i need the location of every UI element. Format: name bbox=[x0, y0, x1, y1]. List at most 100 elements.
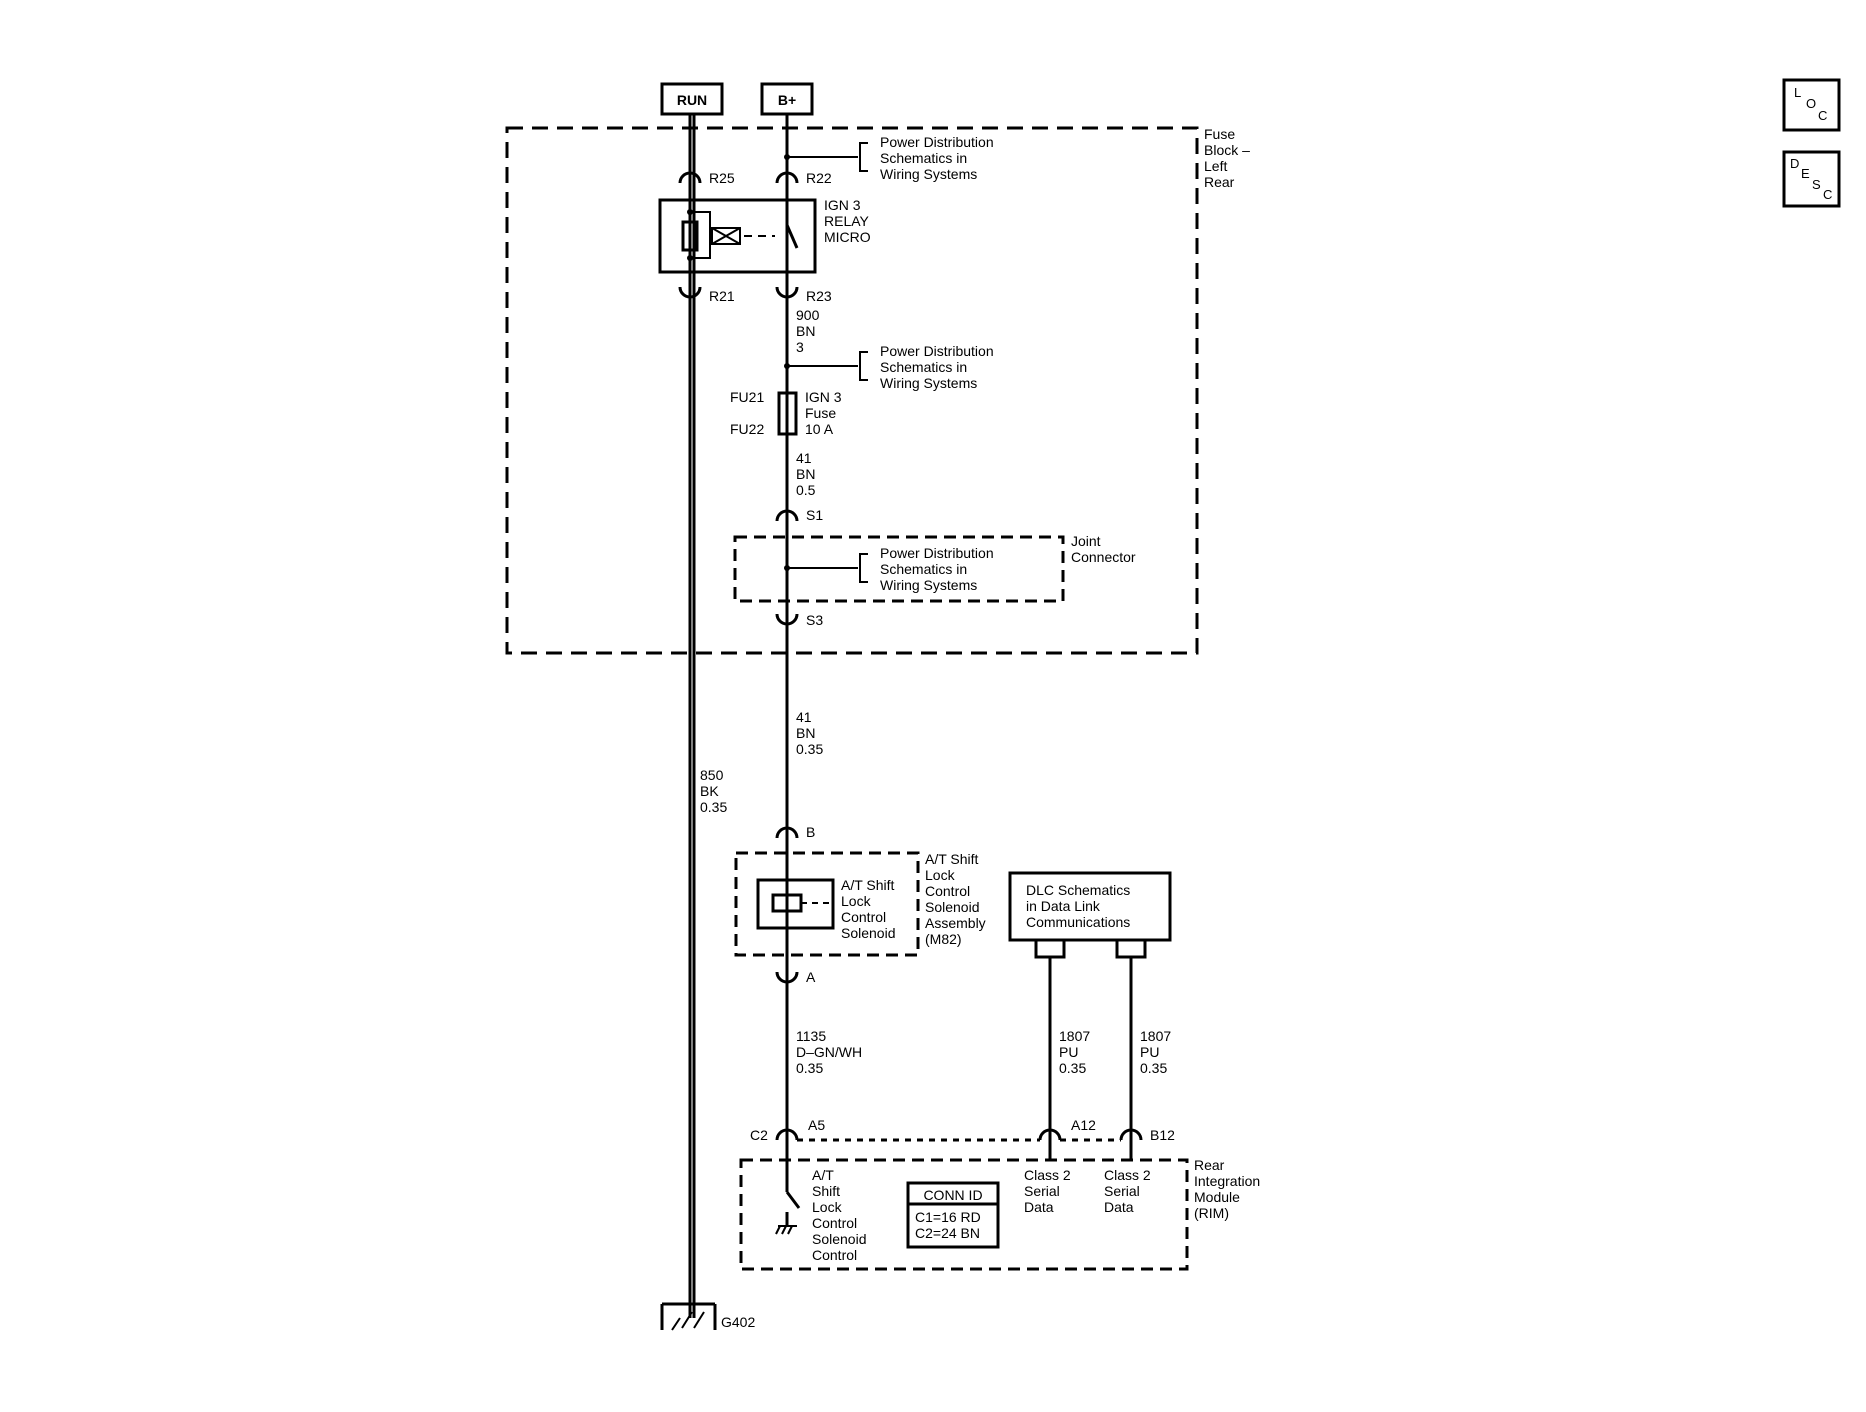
rim-control-label: A/T Shift Lock Control Solenoid Control bbox=[812, 1167, 867, 1263]
wire-1807b-size: 0.35 bbox=[1140, 1060, 1167, 1076]
sol-asm-line2: Lock bbox=[925, 867, 956, 883]
relay-line1: IGN 3 bbox=[824, 197, 861, 213]
wire-1807a-color: PU bbox=[1059, 1044, 1078, 1060]
wire-1135-size: 0.35 bbox=[796, 1060, 823, 1076]
connector-r23 bbox=[775, 286, 799, 299]
wire-1807b-label: 1807 PU 0.35 bbox=[1140, 1028, 1171, 1076]
wire-1807a-label: 1807 PU 0.35 bbox=[1059, 1028, 1090, 1076]
class2b-line2: Serial bbox=[1104, 1183, 1140, 1199]
relay-line3: MICRO bbox=[824, 229, 871, 245]
wire-900-size: 3 bbox=[796, 339, 804, 355]
pin-c2: C2 bbox=[750, 1127, 768, 1143]
rim-label: Rear Integration Module (RIM) bbox=[1194, 1157, 1260, 1221]
rim-line3: Module bbox=[1194, 1189, 1240, 1205]
conn-id-box: CONN ID C1=16 RD C2=24 BN bbox=[906, 1181, 1000, 1249]
pd2-line1: Power Distribution bbox=[880, 343, 994, 359]
power-distribution-ref-1: Power Distribution Schematics in Wiring … bbox=[784, 134, 994, 182]
sol-asm-line6: (M82) bbox=[925, 931, 962, 947]
rim-ctrl-line1: A/T bbox=[812, 1167, 834, 1183]
sol-asm-line1: A/T Shift bbox=[925, 851, 979, 867]
wire-1807a-num: 1807 bbox=[1059, 1028, 1090, 1044]
fuse-fu21: FU21 bbox=[730, 389, 764, 405]
fuse-block-boundary bbox=[505, 126, 1199, 655]
wire-1807a-size: 0.35 bbox=[1059, 1060, 1086, 1076]
pin-s1: S1 bbox=[806, 507, 823, 523]
rim-boundary bbox=[739, 1158, 1189, 1271]
pin-r21: R21 bbox=[709, 288, 735, 304]
rim-switch bbox=[775, 1150, 801, 1235]
connector-s1 bbox=[775, 509, 799, 522]
fuse-block-line3: Left bbox=[1204, 158, 1227, 174]
dlc-line2: in Data Link bbox=[1026, 898, 1101, 914]
pd1-line1: Power Distribution bbox=[880, 134, 994, 150]
shift-lock-solenoid: A/T Shift Lock Control Solenoid bbox=[756, 853, 896, 955]
connector-r21 bbox=[678, 286, 702, 299]
loc-o: O bbox=[1806, 96, 1816, 111]
pin-r22: R22 bbox=[806, 170, 832, 186]
rim-line1: Rear bbox=[1194, 1157, 1225, 1173]
joint-connector-boundary bbox=[733, 535, 1065, 603]
pd2-line2: Schematics in bbox=[880, 359, 967, 375]
pd3-line1: Power Distribution bbox=[880, 545, 994, 561]
loc-button[interactable]: L O C bbox=[1782, 78, 1841, 132]
class2a-line1: Class 2 bbox=[1024, 1167, 1071, 1183]
connector-r22 bbox=[775, 171, 799, 184]
joint-connector-label: Joint Connector bbox=[1071, 533, 1136, 565]
wire-41b-size: 0.35 bbox=[796, 741, 823, 757]
wire-850-color: BK bbox=[700, 783, 719, 799]
wire-1807b-color: PU bbox=[1140, 1044, 1159, 1060]
wire-1807b-num: 1807 bbox=[1140, 1028, 1171, 1044]
rim-ctrl-line3: Lock bbox=[812, 1199, 843, 1215]
connector-s3 bbox=[775, 613, 799, 626]
connector-a bbox=[775, 971, 799, 984]
wire-41b-label: 41 BN 0.35 bbox=[796, 709, 823, 757]
wire-41a-color: BN bbox=[796, 466, 815, 482]
dlc-line3: Communications bbox=[1026, 914, 1130, 930]
bplus-source: B+ bbox=[760, 82, 814, 116]
pin-a5: A5 bbox=[808, 1117, 825, 1133]
relay-line2: RELAY bbox=[824, 213, 870, 229]
rim-line2: Integration bbox=[1194, 1173, 1260, 1189]
sol-asm-line4: Solenoid bbox=[925, 899, 980, 915]
fuse-block-line4: Rear bbox=[1204, 174, 1235, 190]
desc-s: S bbox=[1812, 177, 1821, 192]
wire-900-label: 900 BN 3 bbox=[796, 307, 820, 355]
dlc-reference[interactable]: DLC Schematics in Data Link Communicatio… bbox=[1008, 871, 1172, 942]
solenoid-assembly-label: A/T Shift Lock Control Solenoid Assembly… bbox=[925, 851, 986, 947]
pd3-line3: Wiring Systems bbox=[880, 577, 977, 593]
wire-41a-size: 0.5 bbox=[796, 482, 816, 498]
loc-l: L bbox=[1794, 85, 1801, 100]
class2-label-a: Class 2 Serial Data bbox=[1024, 1167, 1071, 1215]
run-wire bbox=[688, 114, 696, 1318]
run-source: RUN bbox=[660, 82, 724, 116]
desc-c: C bbox=[1823, 187, 1832, 202]
class2a-line2: Serial bbox=[1024, 1183, 1060, 1199]
rim-ctrl-line2: Shift bbox=[812, 1183, 840, 1199]
ground-label: G402 bbox=[721, 1314, 755, 1330]
rim-ctrl-line6: Control bbox=[812, 1247, 857, 1263]
pin-b: B bbox=[806, 824, 815, 840]
pin-r25: R25 bbox=[709, 170, 735, 186]
wire-900-num: 900 bbox=[796, 307, 820, 323]
class2a-line3: Data bbox=[1024, 1199, 1054, 1215]
desc-button[interactable]: D E S C bbox=[1782, 150, 1841, 208]
sol-inner-line4: Solenoid bbox=[841, 925, 896, 941]
conn-id-c2: C2=24 BN bbox=[915, 1225, 980, 1241]
class2b-line3: Data bbox=[1104, 1199, 1134, 1215]
power-distribution-ref-2: Power Distribution Schematics in Wiring … bbox=[784, 343, 994, 391]
joint-line1: Joint bbox=[1071, 533, 1101, 549]
pin-b12: B12 bbox=[1150, 1127, 1175, 1143]
conn-id-c1: C1=16 RD bbox=[915, 1209, 981, 1225]
pin-a12: A12 bbox=[1071, 1117, 1096, 1133]
wire-1135-num: 1135 bbox=[796, 1028, 826, 1044]
run-label: RUN bbox=[677, 92, 707, 108]
wire-850-size: 0.35 bbox=[700, 799, 727, 815]
connector-c2-row: C2 A5 A12 B12 bbox=[750, 1117, 1175, 1160]
fuse-block-label: Fuse Block – Left Rear bbox=[1204, 126, 1250, 190]
desc-e: E bbox=[1801, 166, 1810, 181]
wire-850-num: 850 bbox=[700, 767, 724, 783]
dlc-line1: DLC Schematics bbox=[1026, 882, 1130, 898]
connector-b bbox=[775, 826, 799, 839]
